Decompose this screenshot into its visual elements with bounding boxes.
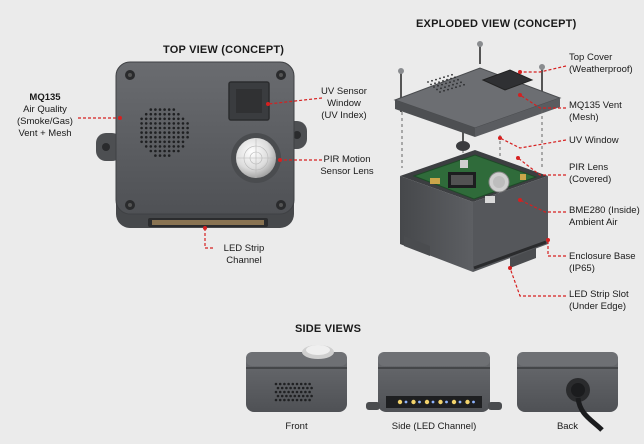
label-led-slot: LED Strip Slot (Under Edge) (569, 289, 629, 312)
exploded-uv-window (481, 69, 534, 91)
label-bme280: BME280 (Inside) Ambient Air (569, 205, 640, 228)
label-mq135: MQ135 Air Quality (Smoke/Gas) Vent + Mes… (17, 92, 73, 139)
side-views-title: SIDE VIEWS (295, 323, 362, 335)
mq135-vent-mesh (140, 108, 189, 157)
leader-lines (78, 65, 567, 297)
side-view-side (366, 352, 502, 412)
side-view-front (246, 345, 347, 412)
label-enclosure-base: Enclosure Base (IP65) (569, 251, 636, 274)
caption-front: Front (285, 421, 308, 432)
label-led-channel: LED Strip Channel (223, 243, 265, 266)
label-uv-sensor: UV Sensor Window (UV Index) (321, 86, 367, 121)
label-uv-window: UV Window (569, 135, 619, 146)
caption-side: Side (LED Channel) (391, 421, 477, 432)
label-pir: PIR Motion Sensor Lens (320, 154, 374, 177)
front-vent-mesh (274, 382, 313, 402)
bme280-sensor (485, 196, 495, 203)
label-pir-lens: PIR Lens (Covered) (569, 162, 612, 185)
label-top-cover: Top Cover (Weatherproof) (569, 52, 633, 75)
exploded-view (393, 41, 562, 272)
side-view-back (517, 352, 618, 432)
led-strip-slot (473, 240, 547, 270)
top-view-device (96, 61, 307, 228)
label-mq135-vent: MQ135 Vent (Mesh) (569, 100, 622, 123)
top-view-title: TOP VIEW (CONCEPT) (163, 44, 285, 56)
power-cable (575, 397, 604, 432)
exploded-top-cover (393, 67, 562, 129)
exploded-mq135-vent (427, 73, 465, 93)
leader-dots (118, 70, 550, 270)
caption-back: Back (556, 421, 579, 432)
exploded-view-title: EXPLODED VIEW (CONCEPT) (416, 18, 577, 30)
